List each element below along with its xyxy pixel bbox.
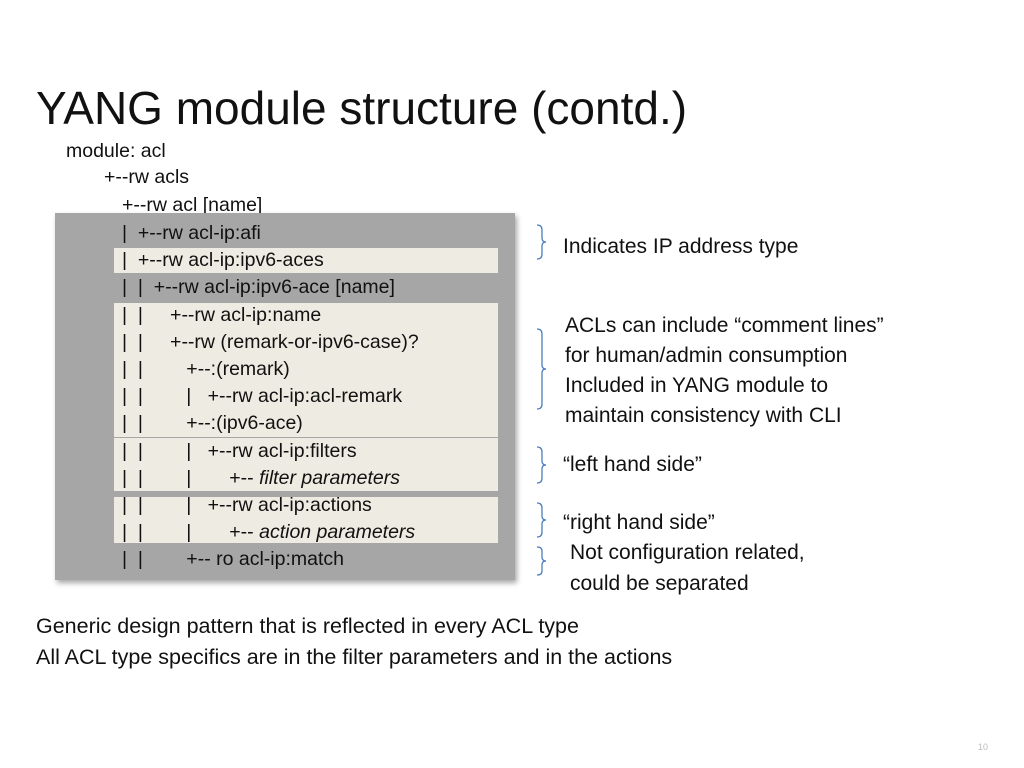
highlight-filters [114,438,498,491]
note-match-2: could be separated [570,572,749,595]
note-ip-type: Indicates IP address type [563,235,799,258]
note-lhs: “left hand side” [563,453,702,476]
brace-rhs [536,502,546,538]
tree-line-afi: | +--rw acl-ip:afi [122,222,261,244]
note-comments-2: for human/admin consumption [565,344,848,367]
tree-line-ipv6-ace: | | +--rw acl-ip:ipv6-ace [name] [122,276,395,298]
page-number: 10 [977,742,988,752]
tree-line-choice: | | +--rw (remark-or-ipv6-case)? [122,331,419,353]
brace-match [536,546,546,576]
brace-lhs [536,446,546,484]
note-comments-4: maintain consistency with CLI [565,404,842,427]
note-comments-1: ACLs can include “comment lines” [565,314,884,337]
tree-line-action-params: | | | +-- action parameters [122,521,416,543]
note-match-1: Not configuration related, [570,541,805,564]
tree-line-ipv6-ace-case: | | +--:(ipv6-ace) [122,412,303,434]
brace-ip-type [536,224,546,260]
tree-line-acl: +--rw acl [name] [122,194,263,216]
note-rhs: “right hand side” [563,511,715,534]
highlight-remark-block [114,303,498,437]
brace-comments [536,328,546,410]
highlight-actions [114,497,498,543]
bottom-line-2: All ACL type specifics are in the filter… [36,645,673,669]
tree-line-filters: | | | +--rw acl-ip:filters [122,440,357,462]
tree-line-name: | | +--rw acl-ip:name [122,304,322,326]
tree-line-ipv6-aces: | +--rw acl-ip:ipv6-aces [122,249,324,271]
tree-line-actions: | | | +--rw acl-ip:actions [122,494,372,516]
slide-title: YANG module structure (contd.) [36,82,688,134]
note-comments-3: Included in YANG module to [565,374,829,397]
tree-line-match: | | +-- ro acl-ip:match [122,548,344,570]
tree-line-remark-case: | | +--:(remark) [122,358,290,380]
tree-line-filter-params: | | | +-- filter parameters [122,467,400,489]
bottom-line-1: Generic design pattern that is reflected… [36,614,579,638]
tree-line-acls: +--rw acls [104,166,190,188]
highlight-ipv6-aces [114,248,498,273]
tree-line-module: module: acl [66,140,166,162]
tree-line-acl-remark: | | | +--rw acl-ip:acl-remark [122,385,403,407]
